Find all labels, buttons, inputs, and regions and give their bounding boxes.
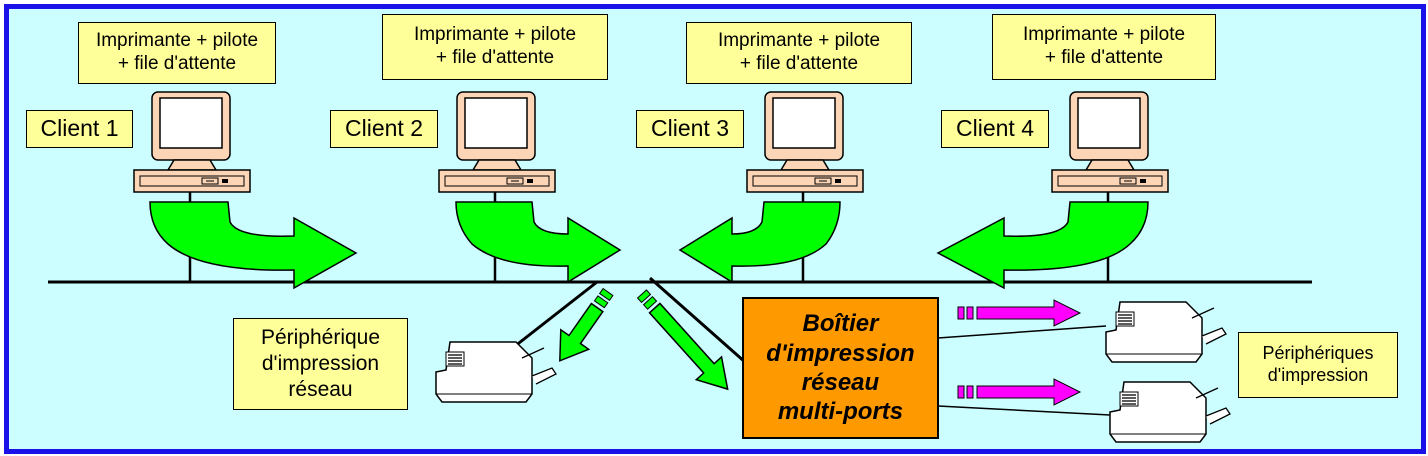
printer-icon (1109, 381, 1231, 443)
computer-icon (746, 91, 864, 193)
client-label: Client 2 (330, 110, 438, 148)
computer-icon (438, 91, 556, 193)
port-line-1 (937, 325, 1107, 339)
printer-link (509, 280, 598, 352)
client-label: Client 3 (636, 110, 744, 148)
port-line-2 (937, 405, 1111, 416)
queue-label: Imprimante + pilote + file d'attente (992, 14, 1216, 80)
printers-label: Périphériques d'impression (1238, 332, 1398, 398)
flow-arrow-icon (559, 287, 614, 362)
flow-arrow-icon (149, 201, 358, 290)
flow-arrow-icon (936, 201, 1149, 290)
flow-arrow-icon (636, 289, 729, 391)
flow-arrow-icon (455, 201, 622, 284)
print-job-arrow-icon (957, 378, 1081, 406)
computer-icon (1051, 91, 1169, 193)
queue-label: Imprimante + pilote + file d'attente (382, 14, 608, 80)
client-label: Client 4 (941, 110, 1049, 148)
computer-icon (133, 91, 251, 193)
client-label: Client 1 (26, 110, 133, 148)
queue-label: Imprimante + pilote + file d'attente (686, 22, 912, 84)
flow-arrow-icon (678, 201, 841, 284)
network-printer-label: Périphérique d'impression réseau (233, 318, 408, 410)
print-server-device: Boîtier d'impression réseau multi-ports (742, 297, 939, 439)
printer-icon (435, 341, 557, 403)
print-job-arrow-icon (957, 299, 1081, 327)
queue-label: Imprimante + pilote + file d'attente (78, 22, 276, 84)
printer-icon (1105, 301, 1227, 363)
device-link (649, 276, 746, 364)
